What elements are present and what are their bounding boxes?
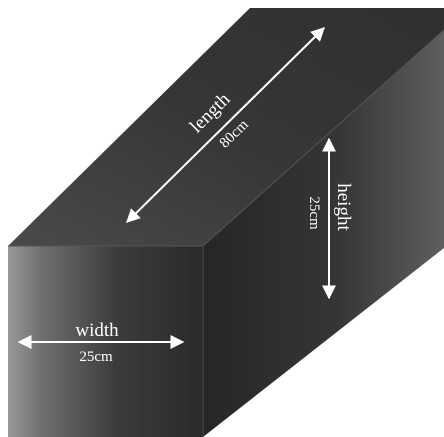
width-value: 25cm [79,349,113,365]
width-label: width [75,320,119,341]
height-value: 25cm [306,196,322,230]
height-dimension: height 25cm [306,137,354,300]
height-label: height [333,183,354,231]
width-dimension: width 25cm [17,320,185,365]
length-arrow [126,27,325,223]
